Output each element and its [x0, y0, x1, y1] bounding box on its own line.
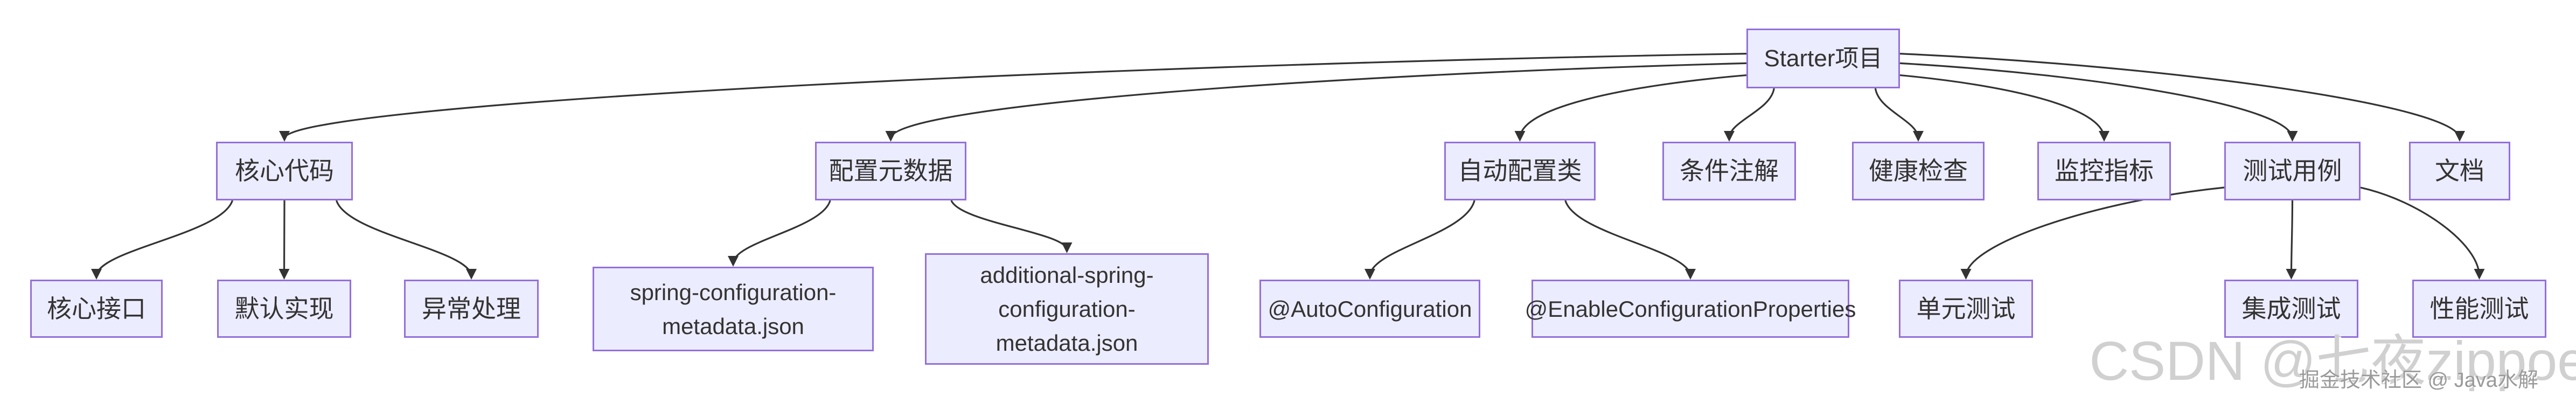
node-auto: 自动配置类: [1444, 142, 1596, 200]
node-unit: 单元测试: [1899, 280, 2033, 338]
edge-starter-test: [1899, 62, 2298, 142]
node-integ: 集成测试: [2224, 280, 2358, 338]
edge-starter-auto: [1514, 74, 1747, 142]
node-cond: 条件注解: [1662, 142, 1796, 200]
edge-test-integ: [2286, 200, 2297, 280]
node-meta: 配置元数据: [815, 142, 966, 200]
node-exc: 异常处理: [404, 280, 539, 338]
edge-core-impl: [279, 200, 290, 280]
edge-auto-autoconf: [1364, 200, 1475, 280]
edge-starter-cond: [1724, 88, 1775, 142]
node-starter: Starter项目: [1746, 29, 1900, 88]
node-addjson: additional-spring- configuration- metada…: [925, 253, 1209, 365]
edge-starter-health: [1874, 88, 1924, 142]
node-perf: 性能测试: [2412, 280, 2546, 338]
node-metrics: 监控指标: [2037, 142, 2171, 200]
node-core: 核心代码: [216, 142, 353, 200]
edge-core-iface: [91, 200, 234, 280]
edge-starter-meta: [885, 62, 1747, 142]
node-health: 健康检查: [1852, 142, 1985, 200]
edge-meta-addjson: [950, 200, 1073, 253]
edge-meta-springjson: [728, 200, 831, 267]
node-test: 测试用例: [2224, 142, 2361, 200]
edge-test-perf: [2360, 186, 2485, 280]
node-doc: 文档: [2409, 142, 2510, 200]
node-autoconf: @AutoConfiguration: [1259, 280, 1480, 338]
edge-starter-doc: [1899, 53, 2465, 142]
node-iface: 核心接口: [30, 280, 163, 338]
node-impl: 默认实现: [217, 280, 351, 338]
edge-auto-enableconf: [1564, 200, 1696, 280]
edge-core-exc: [335, 200, 477, 280]
node-springjson: spring-configuration- metadata.json: [593, 267, 874, 351]
node-enableconf: @EnableConfigurationProperties: [1525, 280, 1856, 338]
edge-starter-core: [279, 53, 1747, 142]
edge-starter-metrics: [1899, 74, 2109, 142]
